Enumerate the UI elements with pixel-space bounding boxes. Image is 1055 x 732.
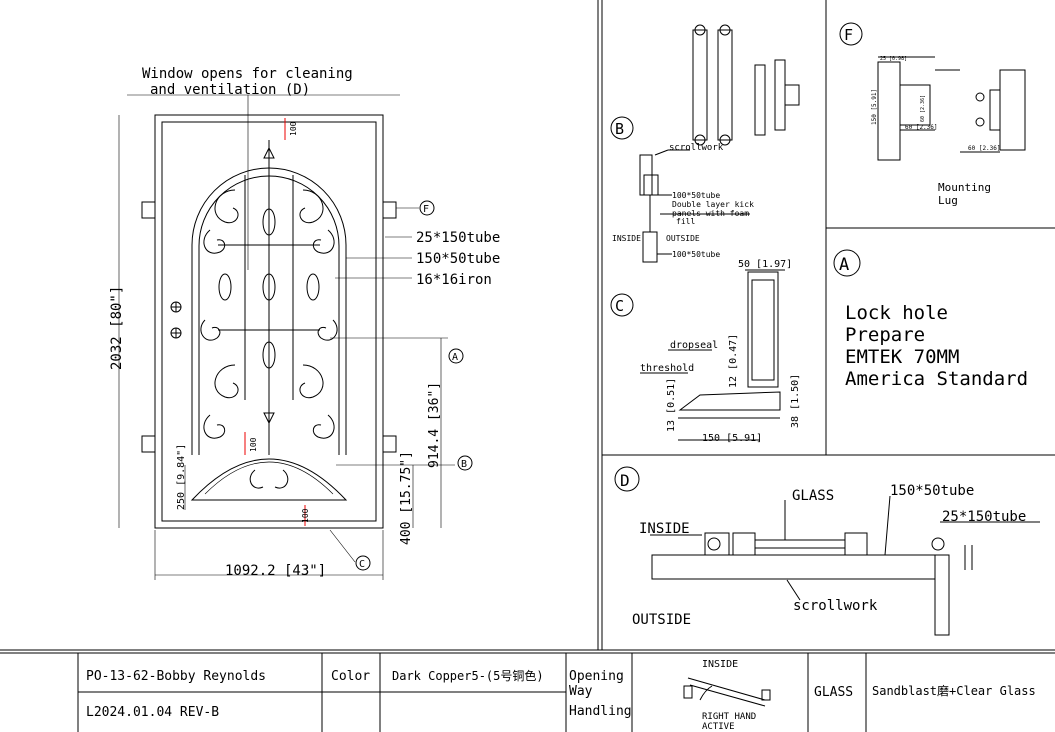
detail-f-dim-25: 25 [0.98] <box>880 56 907 62</box>
detail-b-kick-line2: panels with foam <box>672 209 749 218</box>
detail-d-tube-25x150: 25*150tube <box>942 509 1026 525</box>
detail-a-marker: A <box>839 255 849 275</box>
detail-d-tube-150x50: 150*50tube <box>890 483 974 499</box>
label-25x150-tube: 25*150tube <box>416 230 500 246</box>
marker-a: A <box>452 352 458 363</box>
detail-a: A Lock hole Prepare EMTEK 70MM America S… <box>833 249 1028 390</box>
marker-c: C <box>359 559 365 570</box>
revision: L2024.01.04 REV-B <box>86 705 219 720</box>
glass-value: Sandblast磨+Clear Glass <box>872 684 1036 698</box>
detail-d-outside: OUTSIDE <box>632 612 691 628</box>
detail-f-marker: F <box>844 26 853 44</box>
opening-line1: Opening <box>569 669 624 684</box>
marker-b: B <box>461 459 467 470</box>
dim-100-mid: 100 <box>249 437 258 452</box>
window-note-line1: Window opens for cleaning <box>142 66 353 82</box>
detail-f-dim-150: 150 [5.91] <box>871 89 878 125</box>
glass-label: GLASS <box>814 685 853 700</box>
detail-c-marker: C <box>615 297 624 315</box>
detail-d-inside: INSIDE <box>639 521 690 537</box>
po-number: PO-13-62-Bobby Reynolds <box>86 669 266 684</box>
detail-c-threshold: threshold <box>640 363 694 374</box>
detail-a-line4: America Standard <box>845 368 1028 390</box>
sheet-borders <box>0 0 1055 654</box>
handing-inside: INSIDE <box>702 659 738 670</box>
detail-a-line1: Lock hole <box>845 302 948 324</box>
label-16x16-iron: 16*16iron <box>416 272 492 288</box>
detail-b-tube-bottom: 100*50tube <box>672 250 720 259</box>
detail-d-marker: D <box>620 471 630 490</box>
detail-f: F 25 [0.98] 60 [2.36] 60 [2.36] 60 [2.36… <box>839 22 1026 207</box>
detail-d: D GLASS 150*50tube 25*150tube INSIDE OUT… <box>614 466 1040 636</box>
detail-b-kick-line1: Double layer kick <box>672 200 754 209</box>
detail-f-mounting-line1: Mounting <box>938 181 991 194</box>
detail-b-marker: B <box>615 120 624 138</box>
detail-a-line2: Prepare <box>845 324 925 346</box>
detail-b-inside: INSIDE <box>612 234 641 243</box>
detail-f-dim-60b: 60 [2.36] <box>920 95 926 122</box>
color-label: Color <box>331 669 370 684</box>
detail-c: C 50 [1.97] dropseal threshold 12 [0.47]… <box>610 259 801 444</box>
detail-f-dim-60a: 60 [2.36] <box>905 124 938 131</box>
door-elevation <box>118 94 473 580</box>
detail-c-dim-150: 150 [5.91] <box>702 433 762 444</box>
dim-100-bottom: 100 <box>301 508 310 523</box>
handing-line1: RIGHT HAND <box>702 712 756 722</box>
detail-b-kick-line3: fill <box>676 217 695 226</box>
detail-a-line3: EMTEK 70MM <box>845 346 959 368</box>
dim-914: 914.4 [36"] <box>427 382 442 468</box>
detail-c-dropseal: dropseal <box>670 340 718 351</box>
detail-f-mounting-line2: Lug <box>938 194 958 207</box>
detail-b-tube-top: 100*50tube <box>672 191 720 200</box>
dim-100-top: 100 <box>289 121 298 136</box>
detail-c-dim-38: 38 [1.50] <box>790 374 801 428</box>
marker-f: F <box>423 204 429 215</box>
detail-c-dim-50: 50 [1.97] <box>738 259 792 270</box>
color-value: Dark Copper5-(5号铜色) <box>392 668 544 683</box>
detail-b-scrollwork: scrollwork <box>669 143 724 153</box>
detail-c-dim-13: 13 [0.51] <box>666 378 677 432</box>
detail-b: B scrollwork 100*50tube Double layer kic… <box>610 24 800 263</box>
opening-line2: Way <box>569 684 593 699</box>
opening-line3: Handling <box>569 704 632 719</box>
detail-c-dim-12: 12 [0.47] <box>728 334 739 388</box>
detail-d-scrollwork: scrollwork <box>793 598 878 614</box>
handing-line2: ACTIVE <box>702 722 735 732</box>
detail-f-dim-60c: 60 [2.36] <box>968 145 1001 152</box>
detail-b-outside: OUTSIDE <box>666 234 700 243</box>
detail-d-glass: GLASS <box>792 488 834 504</box>
dim-overall-height: 2032 [80"] <box>109 286 125 370</box>
dim-250: 250 [9.84"] <box>176 444 187 510</box>
dim-overall-width: 1092.2 [43"] <box>225 563 326 579</box>
label-150x50-tube: 150*50tube <box>416 251 500 267</box>
window-note-line2: and ventilation (D) <box>150 82 310 98</box>
title-block: PO-13-62-Bobby Reynolds L2024.01.04 REV-… <box>77 653 1036 732</box>
door-elevation-text: Window opens for cleaning and ventilatio… <box>109 66 500 579</box>
dim-400: 400 [15.75"] <box>399 451 414 545</box>
